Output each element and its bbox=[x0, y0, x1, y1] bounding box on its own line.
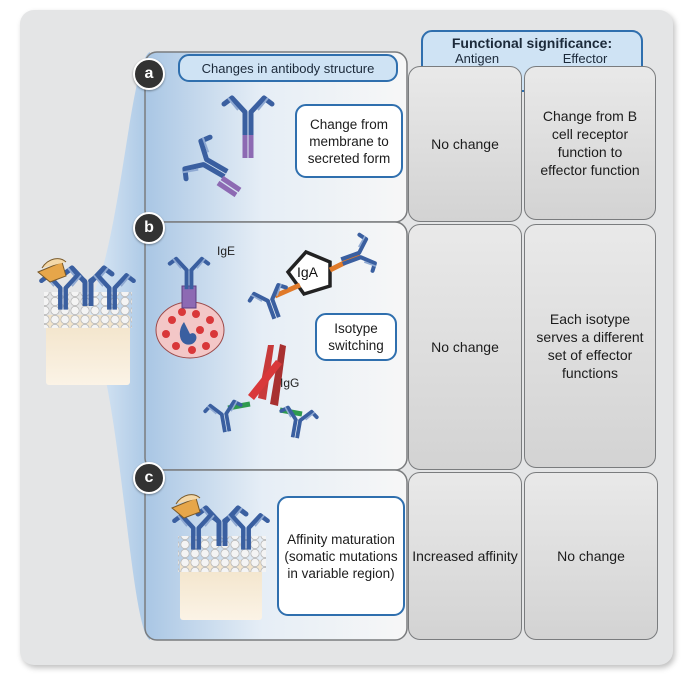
igg-label: IgG bbox=[280, 376, 300, 390]
membrane-antibody-illustration bbox=[37, 258, 134, 385]
row-a-label: Change from membrane to secreted form bbox=[295, 104, 403, 178]
badge-a: a bbox=[133, 58, 165, 90]
affinity-illustration bbox=[171, 494, 268, 620]
badge-b: b bbox=[133, 212, 165, 244]
row-c-effector-cell: No change bbox=[524, 472, 658, 640]
row-b-label: Isotype switching bbox=[315, 313, 397, 361]
iga-label: IgA bbox=[297, 264, 319, 280]
row-b-effector-cell: Each isotype serves a different set of e… bbox=[524, 224, 656, 468]
row-a-antigen-cell: No change bbox=[408, 66, 522, 222]
row-a-effector-cell: Change from B cell receptor function to … bbox=[524, 66, 656, 220]
header-title: Functional significance: bbox=[451, 35, 613, 51]
iga-illustration bbox=[248, 233, 377, 324]
row-c-label: Affinity maturation (somatic mutations i… bbox=[277, 496, 405, 616]
igg-illustration bbox=[202, 344, 320, 443]
row-c-antigen-cell: Increased affinity bbox=[408, 472, 522, 640]
ige-mast-cell-illustration bbox=[155, 259, 225, 359]
badge-c: c bbox=[133, 462, 165, 494]
row-b-antigen-cell: No change bbox=[408, 224, 522, 470]
structure-column-tag: Changes in antibody structure bbox=[178, 54, 398, 82]
secreted-antibody-illustration bbox=[181, 98, 272, 195]
ige-label: IgE bbox=[217, 244, 236, 258]
